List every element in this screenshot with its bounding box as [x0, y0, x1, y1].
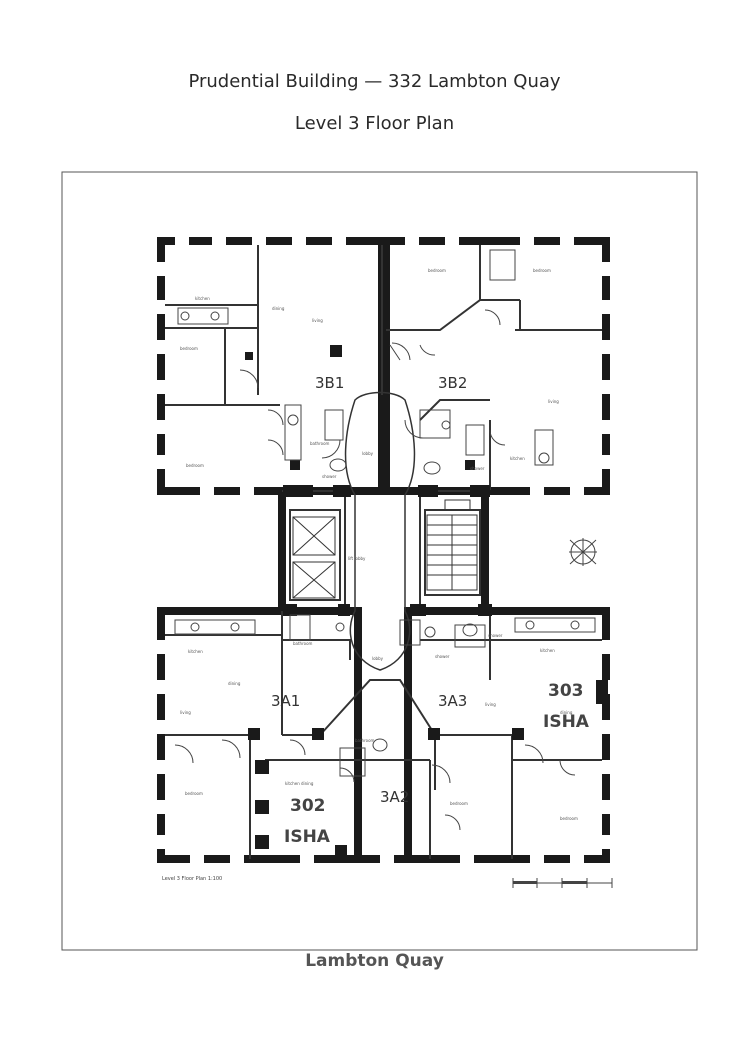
highlight-302-number: 302: [290, 796, 326, 816]
page-subtitle: Level 3 Floor Plan: [294, 113, 455, 134]
svg-text:bedroom: bedroom: [180, 346, 198, 351]
svg-text:shower: shower: [488, 633, 503, 638]
svg-text:lobby: lobby: [372, 656, 384, 661]
street-label: Lambton Quay: [305, 951, 444, 971]
svg-text:living: living: [180, 710, 191, 715]
svg-text:bedroom: bedroom: [185, 791, 203, 796]
north-arrow-icon: [569, 538, 597, 566]
svg-text:dining: dining: [272, 306, 285, 311]
stairwell: [426, 499, 478, 591]
doors: [174, 309, 576, 831]
svg-text:living: living: [312, 318, 323, 323]
svg-text:bathroom: bathroom: [310, 441, 330, 446]
windows: [156, 236, 611, 864]
columns: [245, 345, 608, 857]
unit-label-3b2: 3B2: [438, 374, 467, 392]
unit-label-3b1: 3B1: [315, 374, 344, 392]
svg-text:kitchen: kitchen: [188, 649, 203, 654]
svg-text:shower: shower: [435, 654, 450, 659]
unit-label-3a1: 3A1: [271, 692, 300, 710]
svg-text:lobby: lobby: [362, 451, 374, 456]
room-captions: kitchen dining living bedroom bedroom bedro…: [180, 268, 578, 821]
svg-text:bathroom: bathroom: [355, 738, 375, 743]
svg-text:kitchen: kitchen: [540, 648, 555, 653]
unit-label-3a2: 3A2: [380, 788, 409, 806]
svg-text:bedroom: bedroom: [186, 463, 204, 468]
highlight-303-number: 303: [548, 681, 584, 701]
svg-text:dining: dining: [228, 681, 241, 686]
svg-text:bedroom: bedroom: [428, 268, 446, 273]
svg-text:kitchen: kitchen: [510, 456, 525, 461]
sheet-border: [61, 171, 698, 951]
svg-text:kitchen: kitchen: [195, 296, 210, 301]
lift-shafts: [292, 516, 336, 599]
svg-text:dining: dining: [560, 710, 573, 715]
highlight-303-name: ISHA: [543, 712, 590, 732]
svg-text:lift lobby: lift lobby: [348, 556, 366, 561]
lobby: [344, 391, 416, 671]
unit-label-3a3: 3A3: [438, 692, 467, 710]
svg-text:bedroom: bedroom: [560, 816, 578, 821]
svg-text:living: living: [548, 399, 559, 404]
svg-text:bedroom: bedroom: [450, 801, 468, 806]
svg-text:bathroom: bathroom: [293, 641, 313, 646]
svg-text:living: living: [485, 702, 496, 707]
svg-text:bedroom: bedroom: [533, 268, 551, 273]
svg-text:shower: shower: [470, 466, 485, 471]
svg-text:kitchen dining: kitchen dining: [285, 781, 314, 786]
exterior-walls: [157, 237, 610, 863]
drawing-caption: Level 3 Floor Plan 1:100: [162, 876, 222, 882]
scale-bar-fill: [513, 881, 587, 884]
page-title: Prudential Building — 332 Lambton Quay: [188, 71, 561, 92]
svg-text:shower: shower: [322, 474, 337, 479]
highlight-302-name: ISHA: [284, 827, 331, 847]
fixtures: [174, 249, 596, 777]
